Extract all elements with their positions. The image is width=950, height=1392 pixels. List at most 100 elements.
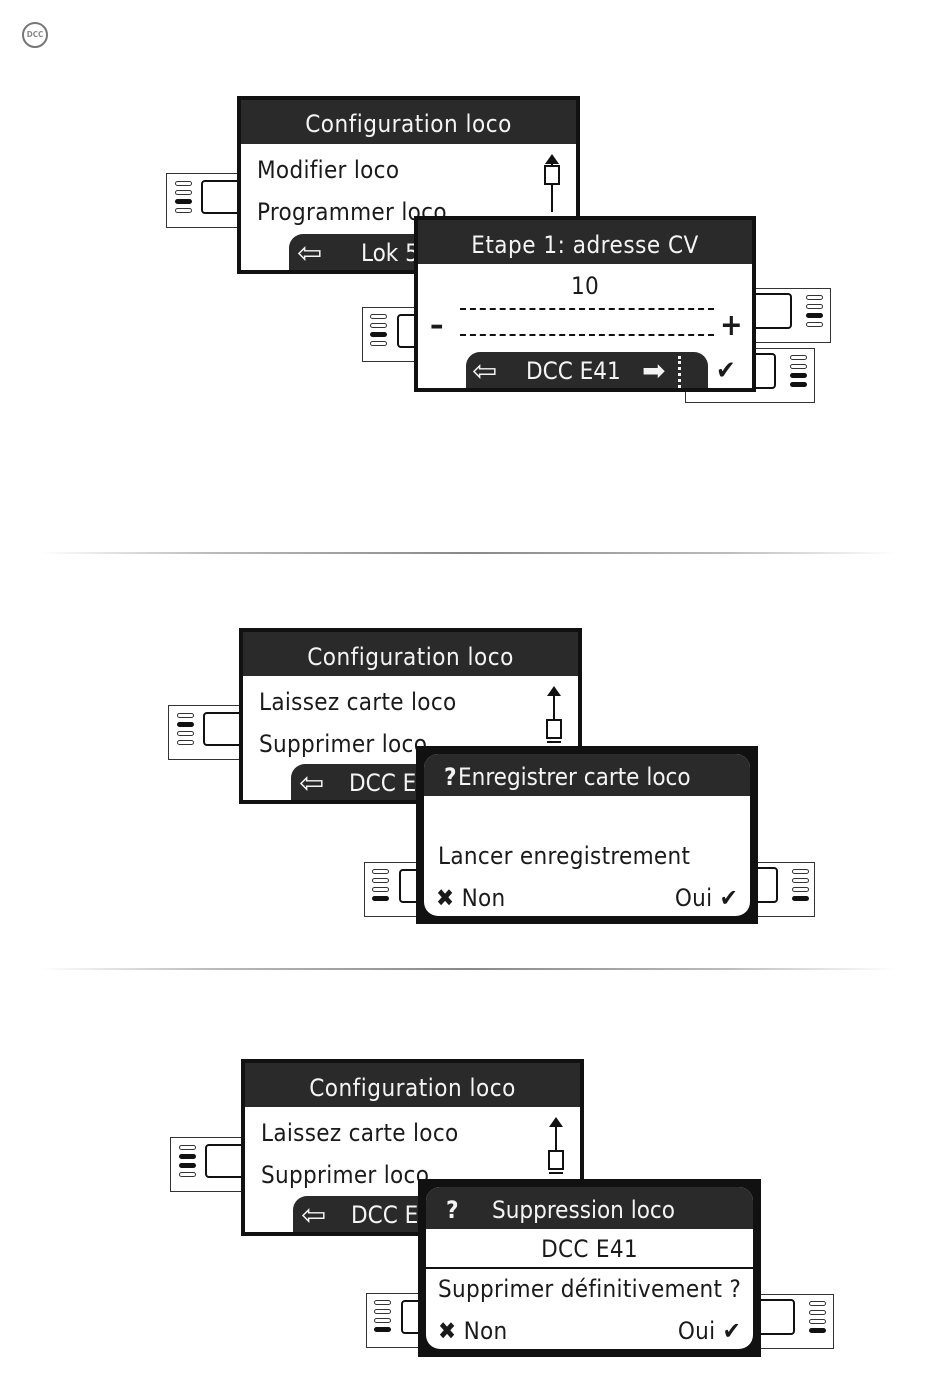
- screen-title: Etape 1: adresse CV: [418, 220, 752, 264]
- status-led: [175, 190, 192, 195]
- menu-item-supprimer[interactable]: Supprimer loco: [259, 730, 428, 758]
- section-divider: [40, 968, 895, 970]
- scrollbar-icon[interactable]: [543, 1115, 569, 1177]
- card-reader-device: [168, 705, 248, 760]
- status-led: [370, 341, 387, 346]
- cv-value: 10: [570, 272, 600, 300]
- config-menu-screen: Configuration loco Laissez carte loco Su…: [239, 628, 582, 804]
- question-icon: ?: [444, 763, 457, 791]
- softkey-label: Lok 5: [361, 239, 419, 267]
- card-reader-device: [745, 288, 831, 343]
- card-reader-device: [166, 173, 246, 228]
- dialog-title: Suppression loco: [492, 1196, 675, 1224]
- screen-title: Configuration loco: [243, 632, 578, 676]
- delete-loco-dialog: ? Suppression loco DCC E41 Supprimer déf…: [418, 1179, 761, 1357]
- menu-item-modifier[interactable]: Modifier loco: [257, 156, 400, 184]
- status-led: [806, 313, 823, 318]
- next-arrow-icon[interactable]: ➡: [642, 354, 666, 387]
- menu-item-laissez-carte[interactable]: Laissez carte loco: [261, 1119, 459, 1147]
- no-label: Non: [461, 884, 506, 912]
- check-icon: ✔: [722, 1317, 741, 1345]
- back-arrow-icon[interactable]: ⇦: [299, 766, 325, 801]
- status-led: [790, 382, 807, 387]
- status-led: [177, 713, 194, 718]
- no-label: Non: [463, 1317, 508, 1345]
- status-led: [809, 1310, 826, 1315]
- status-led: [790, 373, 807, 378]
- no-button[interactable]: ✖ Non: [438, 1317, 508, 1345]
- loco-name: DCC E41: [541, 1235, 638, 1263]
- yes-button[interactable]: Oui ✔: [675, 884, 738, 912]
- yes-button[interactable]: Oui ✔: [678, 1317, 741, 1345]
- status-led: [809, 1319, 826, 1324]
- back-arrow-icon[interactable]: ⇦: [301, 1198, 327, 1233]
- status-led: [179, 1145, 196, 1150]
- dcc-logo: DCC: [22, 22, 48, 48]
- menu-item-supprimer[interactable]: Supprimer loco: [261, 1161, 430, 1189]
- status-led: [370, 314, 387, 319]
- status-led: [175, 208, 192, 213]
- question-icon: ?: [446, 1196, 459, 1224]
- card-slot[interactable]: [205, 1144, 247, 1178]
- back-arrow-icon[interactable]: ⇦: [297, 236, 323, 271]
- status-led: [809, 1301, 826, 1306]
- increment-button[interactable]: +: [720, 308, 743, 343]
- status-led: [374, 1318, 391, 1323]
- status-led: [809, 1328, 826, 1333]
- yes-label: Oui: [677, 1317, 716, 1345]
- scrollbar-icon[interactable]: [541, 684, 567, 746]
- status-led: [177, 740, 194, 745]
- status-led: [806, 304, 823, 309]
- card-reader-device: [750, 1294, 834, 1349]
- card-reader-device: [366, 1293, 431, 1348]
- card-reader-device: [170, 1137, 250, 1192]
- menu-item-laissez-carte[interactable]: Laissez carte loco: [259, 688, 457, 716]
- status-led: [806, 322, 823, 327]
- status-led: [792, 878, 809, 883]
- decrement-button[interactable]: –: [430, 308, 444, 343]
- yes-label: Oui: [674, 884, 713, 912]
- screen-title: Configuration loco: [245, 1063, 580, 1107]
- cross-icon: ✖: [436, 884, 455, 912]
- dialog-message: Lancer enregistrement: [438, 842, 691, 870]
- status-led: [372, 896, 389, 901]
- dialog-header: ? Enregistrer carte loco: [424, 754, 750, 796]
- status-led: [175, 199, 192, 204]
- status-led: [177, 722, 194, 727]
- value-field-bottom: [460, 334, 714, 336]
- check-icon: ✔: [719, 884, 738, 912]
- status-led: [179, 1172, 196, 1177]
- cross-icon: ✖: [438, 1317, 457, 1345]
- status-led: [790, 355, 807, 360]
- scrollbar-icon[interactable]: [539, 152, 565, 214]
- softkey-divider: [678, 356, 681, 388]
- status-led: [806, 295, 823, 300]
- status-led: [790, 364, 807, 369]
- save-card-dialog: ? Enregistrer carte loco Lancer enregist…: [416, 746, 758, 924]
- status-led: [374, 1327, 391, 1332]
- section-divider: [40, 552, 895, 554]
- status-led: [374, 1300, 391, 1305]
- status-led: [370, 332, 387, 337]
- status-led: [372, 887, 389, 892]
- softkey-bar[interactable]: ⇦ DCC E41 ➡: [466, 352, 708, 389]
- back-arrow-icon[interactable]: ⇦: [472, 354, 498, 389]
- card-reader-device: [362, 307, 427, 362]
- status-led: [792, 869, 809, 874]
- status-led: [175, 181, 192, 186]
- dialog-header: ? Suppression loco: [426, 1187, 753, 1229]
- value-field-top: [460, 308, 714, 310]
- dialog-divider: [426, 1267, 753, 1269]
- status-led: [792, 896, 809, 901]
- status-led: [372, 878, 389, 883]
- screen-title: Configuration loco: [241, 100, 576, 144]
- cv-editor-screen: Etape 1: adresse CV 10 – + ⇦ DCC E41 ➡ ✔: [414, 216, 756, 392]
- status-led: [177, 731, 194, 736]
- status-led: [372, 869, 389, 874]
- status-led: [179, 1163, 196, 1168]
- no-button[interactable]: ✖ Non: [436, 884, 506, 912]
- softkey-label: DCC E41: [526, 357, 621, 385]
- card-reader-device: [364, 862, 429, 917]
- status-led: [792, 887, 809, 892]
- confirm-check-icon[interactable]: ✔: [716, 356, 736, 386]
